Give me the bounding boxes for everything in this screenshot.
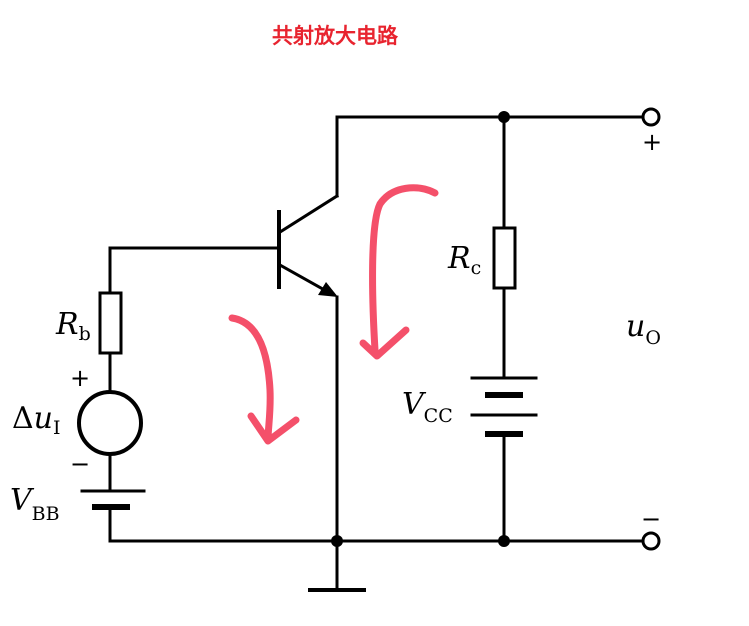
label-vcc: VCC: [402, 387, 453, 427]
junction-top: [498, 111, 510, 123]
resistor-rc: [492, 226, 517, 290]
signal-source-icon: [77, 390, 143, 456]
junction-bottom-vcc: [498, 535, 510, 547]
diagram-title: 共射放大电路: [272, 24, 398, 48]
resistor-rb: [98, 291, 123, 355]
current-arrow-left-icon: [228, 314, 300, 445]
label-delta-ui: ΔuI: [12, 401, 61, 439]
output-minus-sign: −: [641, 505, 661, 533]
label-rc: Rc: [447, 241, 481, 279]
source-plus-sign: +: [70, 364, 90, 392]
transistor-collector-lead: [277, 193, 340, 235]
transistor-emitter-lead: [277, 262, 331, 295]
output-plus-sign: +: [642, 128, 662, 156]
source-minus-sign: −: [70, 450, 90, 478]
label-vbb: VBB: [10, 483, 60, 525]
output-terminal-top: [641, 107, 661, 127]
current-arrow-right-icon: [359, 184, 439, 360]
output-terminal-bottom: [641, 531, 661, 551]
label-rb: Rb: [55, 307, 91, 345]
label-uo: uO: [626, 309, 661, 349]
emitter-arrow-icon: [318, 282, 338, 297]
junction-bottom-emitter: [331, 535, 343, 547]
